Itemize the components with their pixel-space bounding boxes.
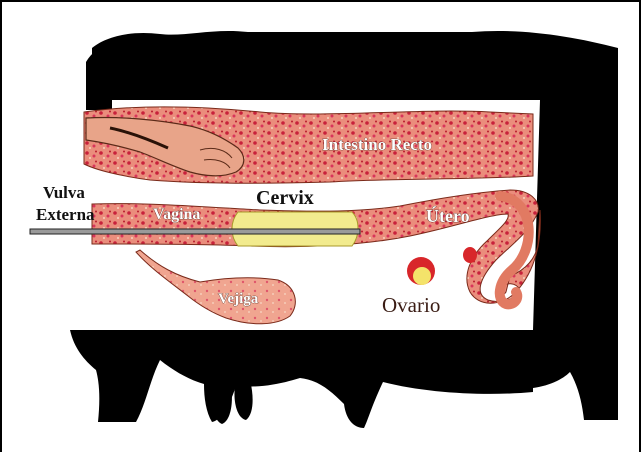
label-intestino-recto: Intestino Recto (322, 135, 432, 154)
label-vagina: Vagina (153, 206, 200, 223)
label-cervix: Cervix (256, 187, 314, 209)
label-ovario: Ovario (382, 293, 440, 317)
label-externa: Externa (36, 205, 95, 224)
cow-belly (70, 330, 533, 428)
cow-rump (86, 42, 112, 110)
ovary-2 (463, 247, 477, 263)
label-vulva: Vulva (43, 183, 85, 202)
teat-2 (234, 380, 252, 420)
label-utero: Útero (426, 205, 470, 226)
insemination-rod (30, 229, 360, 234)
label-vejiga: Vejiga (218, 291, 259, 307)
bladder (136, 250, 295, 324)
ovary-follicle (413, 267, 431, 285)
